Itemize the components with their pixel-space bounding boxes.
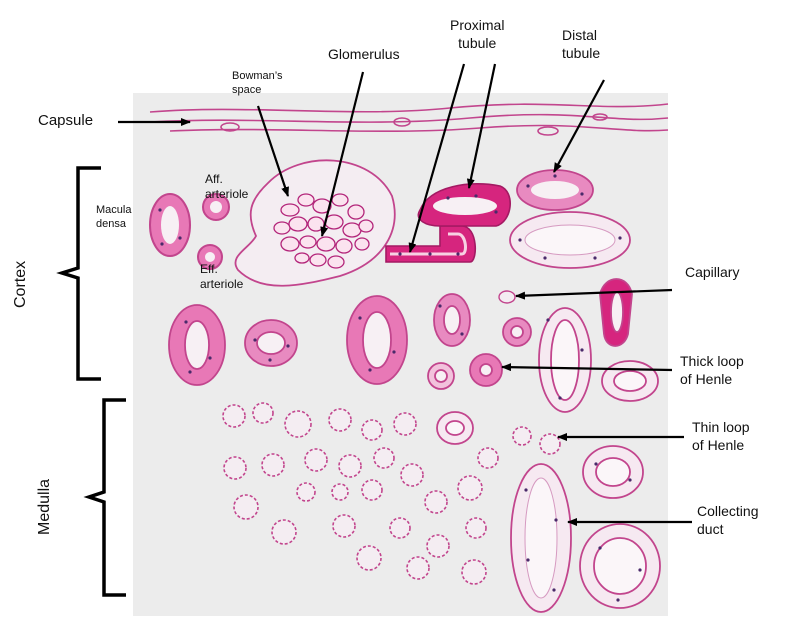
arrow-glomerulus bbox=[320, 71, 365, 237]
cortex-bracket bbox=[56, 166, 101, 381]
medulla-bracket bbox=[83, 398, 126, 597]
label-capsule: Capsule bbox=[38, 112, 94, 129]
arrow-distal-tubule bbox=[553, 79, 605, 173]
capillary-shape bbox=[498, 290, 516, 304]
glomerulus-tuft bbox=[273, 193, 374, 269]
label-eff-arteriole: Eff.arteriole bbox=[200, 262, 244, 291]
arrow-proximal-tubule-2 bbox=[466, 63, 497, 189]
cortex-tubules bbox=[168, 278, 659, 413]
proximal-tubule bbox=[385, 225, 477, 263]
label-cortex: Cortex bbox=[12, 260, 29, 308]
cell-nuclei bbox=[158, 174, 642, 602]
capsule-fibers bbox=[149, 103, 669, 136]
label-glomerulus: Glomerulus bbox=[328, 46, 400, 62]
label-aff-arteriole: Aff.arteriole bbox=[205, 172, 249, 201]
arrow-capillary bbox=[515, 288, 673, 300]
arrow-proximal-tubule bbox=[408, 63, 466, 253]
collecting-duct-shape bbox=[510, 463, 572, 613]
medulla-thin-loops bbox=[222, 402, 561, 585]
collecting-tubule-cortex bbox=[509, 211, 631, 269]
distal-tubule bbox=[516, 169, 594, 211]
arrow-thick-loop bbox=[501, 363, 673, 372]
proximal-tubule-upper bbox=[417, 183, 511, 227]
renal-corpuscle bbox=[234, 159, 396, 287]
afferent-arteriole bbox=[202, 193, 230, 221]
arrow-bowmans-space bbox=[256, 105, 290, 197]
macula-densa-tubule bbox=[149, 193, 191, 257]
label-capillary: Capillary bbox=[685, 264, 740, 280]
medulla-thick-loops bbox=[436, 411, 661, 609]
label-arrows bbox=[118, 63, 692, 526]
efferent-arteriole bbox=[197, 244, 223, 270]
label-medulla: Medulla bbox=[36, 478, 53, 535]
